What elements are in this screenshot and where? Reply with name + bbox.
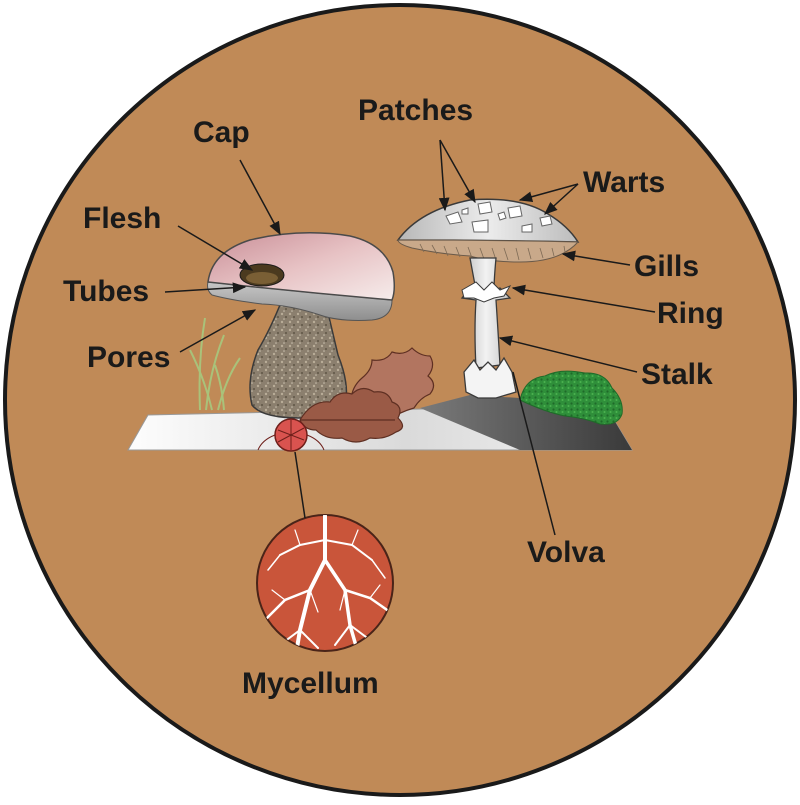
patches-leader-b [439,139,476,204]
mycelium-detail [256,514,394,652]
mycelium-knot-roots [257,420,325,451]
moss-patch [519,370,623,425]
mycelium-leader [294,451,306,519]
pores-leader [179,309,257,353]
label-gills: Gills [634,250,699,283]
flesh-leader [177,225,254,271]
amanita-gills [397,239,580,263]
amanita-gill-lines [419,243,566,261]
stalk-leader [498,335,638,373]
bolete-flesh-cut-inner [246,272,278,284]
amanita-volva [463,356,517,399]
label-patches: Patches [358,94,473,127]
cap-leader [239,159,281,236]
ring-leader [511,284,656,313]
label-stalk: Stalk [641,358,713,391]
label-pores: Pores [87,341,170,374]
warts-leader-b [544,183,579,215]
label-ring: Ring [657,297,724,330]
label-flesh: Flesh [83,202,161,235]
leader-lines [164,139,656,536]
amanita-ring [461,281,512,303]
grass-blades [189,317,241,411]
gills-leader [561,250,631,266]
tubes-leader [164,282,247,294]
volva-leader [512,371,556,536]
oak-leaves [299,347,435,443]
amanita-patches [445,201,553,233]
label-tubes: Tubes [63,275,149,308]
bolete-stalk [249,299,348,419]
patches-leader-a [438,139,450,212]
warts-leader-a [518,183,579,202]
label-volva: Volva [527,536,605,569]
label-warts: Warts [583,166,665,199]
label-cap: Cap [193,116,250,149]
oak-leaf-front [299,387,404,443]
label-mycelium: Mycellum [242,667,379,700]
